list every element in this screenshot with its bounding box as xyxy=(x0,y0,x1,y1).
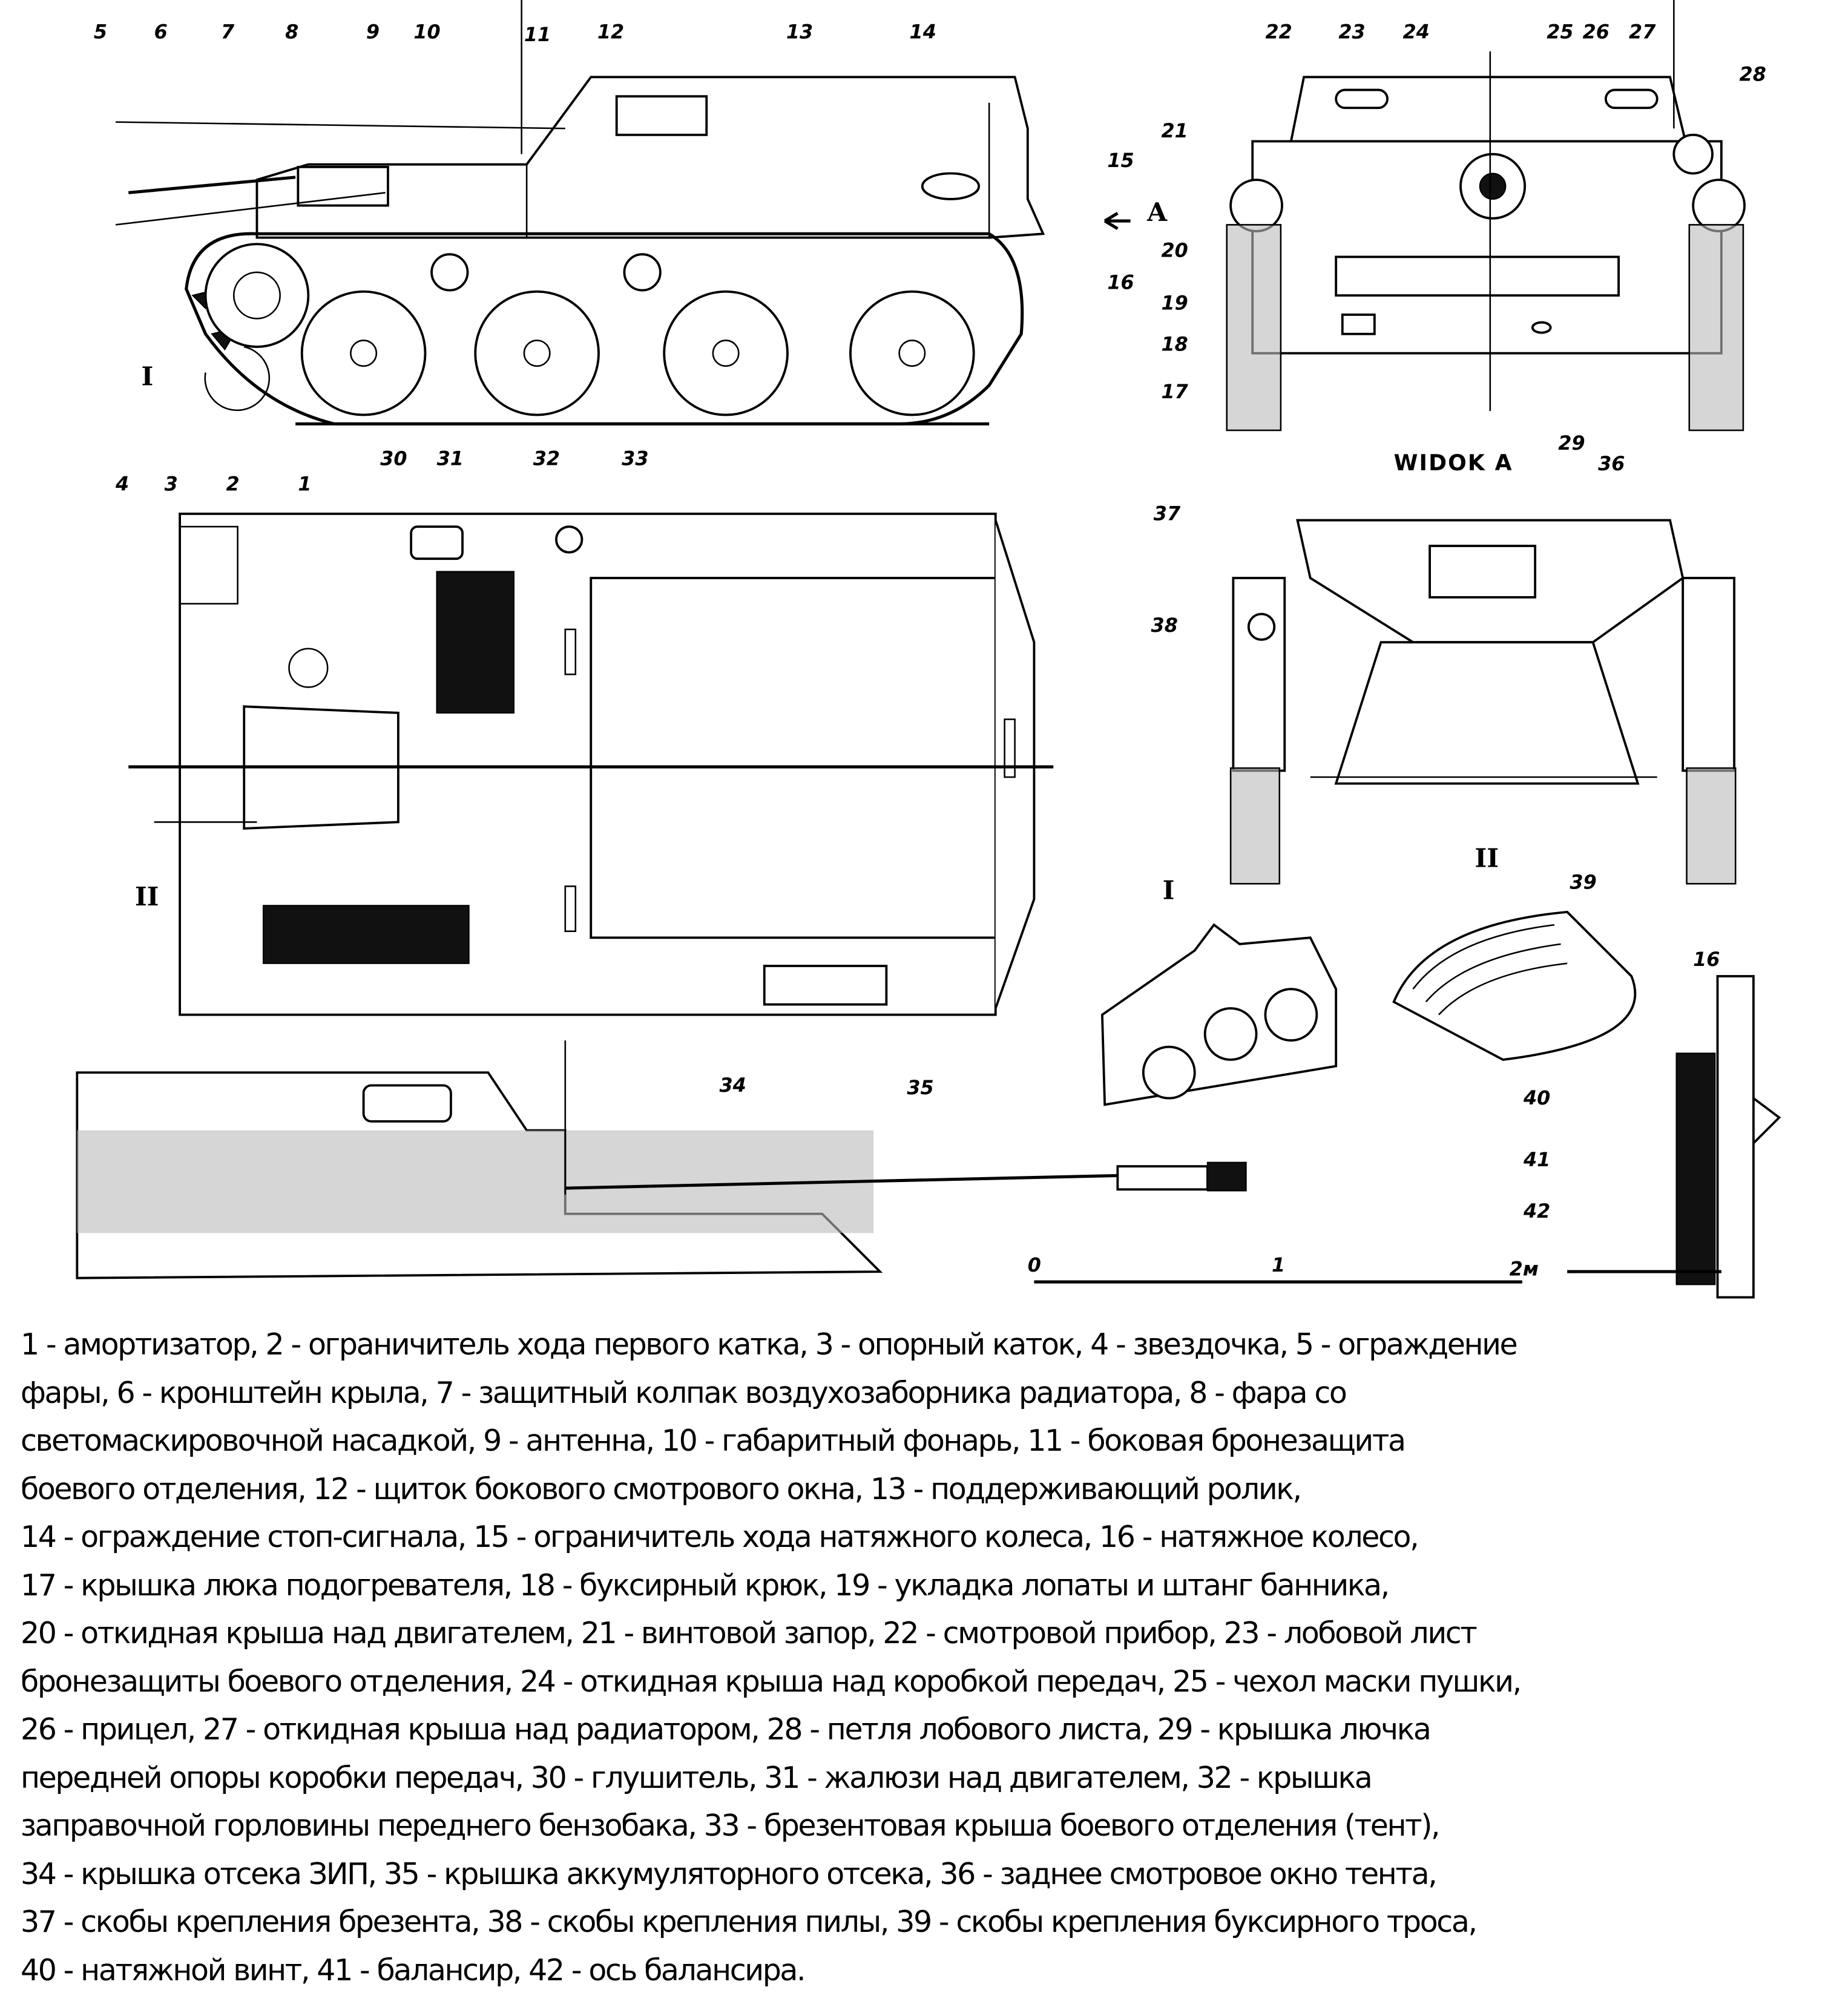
caption-line: 1 - амортизатор, 2 - ограничитель хода п… xyxy=(21,1327,1518,1362)
caption-line: 34 - крышка отсека ЗИП, 35 - крышка акку… xyxy=(21,1856,1438,1891)
callout-8: 8 xyxy=(285,21,298,44)
callout-22: 22 xyxy=(1265,21,1292,44)
caption-line: бронезащиты боевого отделения, 24 - отки… xyxy=(21,1664,1522,1699)
callout-15: 15 xyxy=(1107,149,1134,172)
callout-37: 37 xyxy=(1154,502,1181,525)
callout-29: 29 xyxy=(1558,432,1585,455)
callout-9: 9 xyxy=(366,21,380,44)
callout-23: 23 xyxy=(1338,21,1365,44)
callout-26: 26 xyxy=(1583,21,1609,44)
section-mark-I-rear: I xyxy=(1163,876,1175,906)
technical-drawing: 0 1 2м 1 2 3 4 5 6 7 8 9 10 11 12 13 14 … xyxy=(76,0,1781,1299)
caption-line: светомаскировочной насадкой, 9 - антенна… xyxy=(21,1423,1406,1458)
side-view xyxy=(115,0,1131,425)
callout-16-wheel: 16 xyxy=(1693,948,1720,971)
callout-12: 12 xyxy=(597,21,624,44)
callout-18: 18 xyxy=(1162,332,1188,355)
scale-label-2m: 2м xyxy=(1510,1257,1539,1280)
callout-40: 40 xyxy=(1523,1086,1550,1109)
callout-14: 14 xyxy=(910,21,936,44)
top-view xyxy=(128,513,1054,1016)
scale-label-0: 0 xyxy=(1028,1253,1041,1276)
caption-line: 14 - ограждение стоп-сигнала, 15 - огран… xyxy=(21,1520,1419,1554)
callout-32: 32 xyxy=(533,447,560,470)
caption-line: 37 - скобы крепления брезента, 38 - скоб… xyxy=(21,1905,1478,1939)
view-title: WIDOK A xyxy=(1394,450,1513,476)
callout-39: 39 xyxy=(1570,871,1596,894)
caption-line: фары, 6 - кронштейн крыла, 7 - защитный … xyxy=(21,1375,1347,1410)
callout-1: 1 xyxy=(298,473,311,496)
callout-4: 4 xyxy=(115,473,129,496)
callout-36: 36 xyxy=(1598,452,1625,475)
callout-38: 38 xyxy=(1151,614,1178,637)
callout-35: 35 xyxy=(907,1076,933,1099)
caption-line: 40 - натяжной винт, 41 - балансир, 42 - … xyxy=(21,1952,806,1988)
caption-line: боевого отделения, 12 - щиток бокового с… xyxy=(21,1471,1302,1506)
caption-line: 26 - прицел, 27 - откидная крыша над рад… xyxy=(21,1712,1432,1747)
callout-30: 30 xyxy=(380,447,407,470)
callout-34: 34 xyxy=(719,1074,746,1097)
callout-31: 31 xyxy=(437,447,464,470)
callout-2: 2 xyxy=(226,473,240,496)
caption-line: передней опоры коробки передач, 30 - глу… xyxy=(21,1760,1373,1795)
callout-19: 19 xyxy=(1162,291,1188,314)
callout-28: 28 xyxy=(1740,63,1766,86)
legend-caption: 1 - амортизатор, 2 - ограничитель хода п… xyxy=(21,1321,1824,1994)
callout-11: 11 xyxy=(524,23,551,46)
callout-41: 41 xyxy=(1523,1148,1550,1171)
callout-3: 3 xyxy=(165,473,178,496)
rear-view xyxy=(1229,519,1737,885)
section-mark-I: I xyxy=(141,362,153,392)
scale-bar: 0 1 2м xyxy=(1028,1253,1539,1284)
callout-20: 20 xyxy=(1162,238,1188,261)
front-view xyxy=(1226,0,1746,432)
callout-33: 33 xyxy=(622,447,648,470)
view-arrow-A: A xyxy=(1146,197,1168,228)
callout-16: 16 xyxy=(1107,271,1134,294)
callout-17: 17 xyxy=(1162,380,1189,403)
callout-24: 24 xyxy=(1403,21,1430,44)
callout-10: 10 xyxy=(413,21,440,44)
sprocket-detail xyxy=(1100,923,1338,1106)
callout-25: 25 xyxy=(1547,21,1573,44)
track-detail xyxy=(1392,910,1637,1061)
gun-side-view xyxy=(76,1040,1247,1279)
caption-line: заправочной горловины переднего бензобак… xyxy=(21,1808,1441,1843)
section-mark-II: II xyxy=(135,882,159,912)
callout-6: 6 xyxy=(154,21,168,44)
callout-7: 7 xyxy=(221,21,235,44)
callout-42: 42 xyxy=(1523,1200,1550,1223)
callout-13: 13 xyxy=(786,21,813,44)
idler-wheel-detail xyxy=(1567,975,1781,1299)
caption-line: 20 - откидная крыша над двигателем, 21 -… xyxy=(21,1616,1478,1650)
callout-5: 5 xyxy=(94,21,107,44)
section-mark-II-rear: II xyxy=(1475,844,1499,874)
scale-label-1: 1 xyxy=(1272,1253,1285,1276)
caption-line: 17 - крышка люка подогревателя, 18 - бук… xyxy=(21,1568,1390,1603)
callout-27: 27 xyxy=(1629,21,1656,44)
callout-labels: 1 2 3 4 5 6 7 8 9 10 11 12 13 14 15 16 I… xyxy=(94,21,1766,1223)
callout-21: 21 xyxy=(1162,119,1188,142)
